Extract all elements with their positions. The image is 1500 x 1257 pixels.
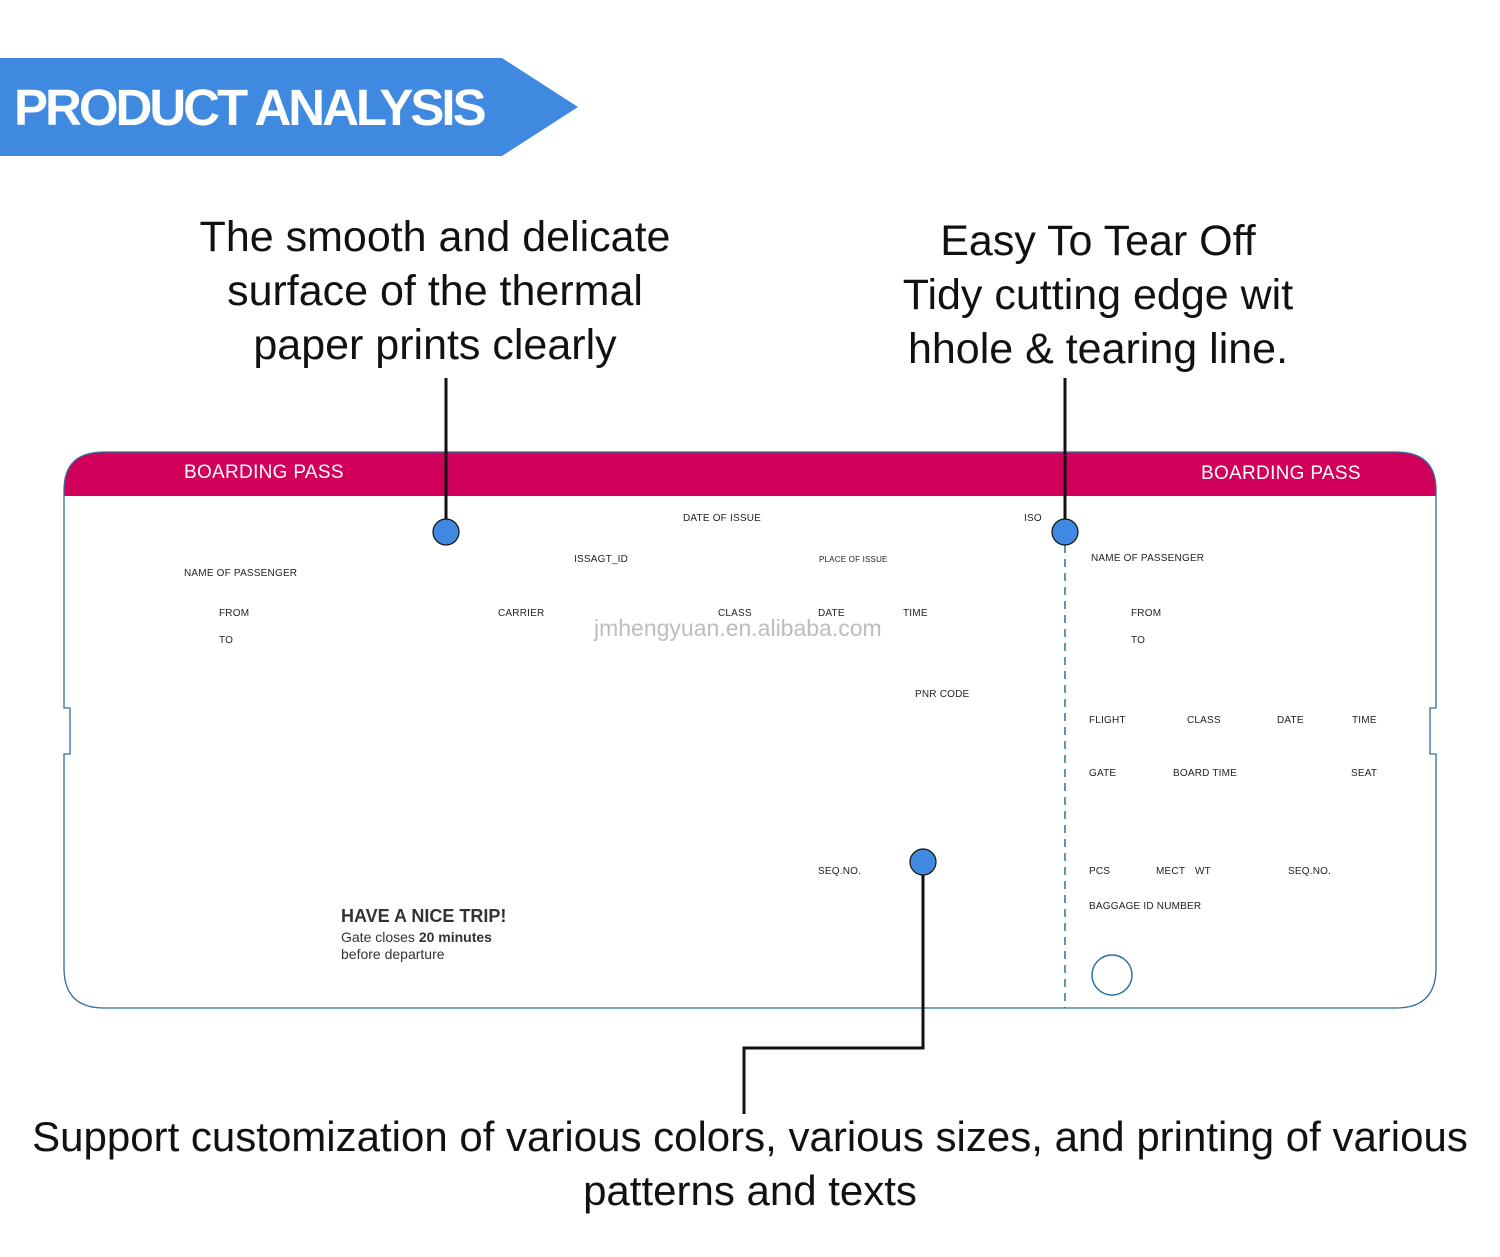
label-place-of-issue: PLACE OF ISSUE bbox=[819, 555, 888, 564]
caption-tear-off: Easy To Tear Off Tidy cutting edge wit h… bbox=[858, 214, 1338, 376]
callout-dot-left bbox=[432, 518, 460, 546]
stub-label-flight: FLIGHT bbox=[1089, 715, 1126, 726]
watermark-text: jmhengyuan.en.alibaba.com bbox=[594, 615, 882, 641]
stub-label-baggage-id: BAGGAGE ID NUMBER bbox=[1089, 901, 1202, 912]
stub-label-to: TO bbox=[1131, 635, 1146, 646]
caption-line: paper prints clearly bbox=[253, 321, 617, 369]
label-time: TIME bbox=[903, 608, 928, 619]
label-class: CLASS bbox=[718, 608, 752, 619]
label-carrier: CARRIER bbox=[498, 608, 545, 619]
callout-dot-right bbox=[1051, 518, 1079, 546]
header-boarding-pass-left: BOARDING PASS bbox=[184, 462, 344, 483]
callout-line-bottom bbox=[742, 862, 925, 1114]
caption-line: The smooth and delicate bbox=[199, 213, 671, 261]
label-pnr-code: PNR CODE bbox=[915, 689, 970, 700]
label-to: TO bbox=[219, 635, 234, 646]
caption-thermal-surface: The smooth and delicate surface of the t… bbox=[140, 210, 730, 372]
stub-label-class: CLASS bbox=[1187, 715, 1221, 726]
caption-customization: Support customization of various colors,… bbox=[32, 1113, 1468, 1214]
label-seq-no: SEQ.NO. bbox=[818, 866, 862, 877]
stub-label-from: FROM bbox=[1131, 608, 1162, 619]
caption-line: Easy To Tear Off bbox=[940, 217, 1256, 265]
callout-dot-bottom bbox=[909, 848, 937, 876]
label-date: DATE bbox=[818, 608, 845, 619]
ticket-header-band bbox=[64, 452, 1436, 496]
label-iso: ISO bbox=[1024, 513, 1042, 524]
stub-label-name-of-passenger: NAME OF PASSENGER bbox=[1091, 553, 1205, 564]
caption-line: Tidy cutting edge wit bbox=[902, 271, 1294, 319]
label-name-of-passenger: NAME OF PASSENGER bbox=[184, 568, 298, 579]
footer-gate-closes: Gate closes 20 minutes bbox=[341, 929, 492, 945]
footer-gate-prefix: Gate closes bbox=[341, 929, 419, 945]
stub-label-gate: GATE bbox=[1089, 768, 1117, 779]
footer-title: HAVE A NICE TRIP! bbox=[341, 906, 507, 926]
stub-label-pcs: PCS bbox=[1089, 866, 1111, 877]
stub-label-time: TIME bbox=[1352, 715, 1377, 726]
footer-gate-minutes: 20 minutes bbox=[418, 929, 492, 945]
stub-label-wt: WT bbox=[1195, 866, 1211, 877]
header-boarding-pass-right: BOARDING PASS bbox=[1201, 463, 1361, 484]
stub-label-date: DATE bbox=[1277, 715, 1304, 726]
caption-line: hhole & tearing line. bbox=[907, 325, 1289, 373]
stub-label-seat: SEAT bbox=[1351, 768, 1378, 779]
ticket-outline bbox=[63, 451, 1437, 1009]
label-from: FROM bbox=[219, 608, 250, 619]
banner-arrow bbox=[0, 58, 578, 156]
stub-label-board-time: BOARD TIME bbox=[1173, 768, 1238, 779]
banner-title: PRODUCT ANALYSIS bbox=[14, 79, 487, 136]
footer-before-departure: before departure bbox=[341, 946, 445, 962]
stub-label-seq-no: SEQ.NO. bbox=[1288, 866, 1332, 877]
label-date-of-issue: DATE OF ISSUE bbox=[683, 513, 761, 524]
stub-label-mect: MECT bbox=[1156, 866, 1186, 877]
caption-line: surface of the thermal bbox=[227, 267, 643, 315]
stub-hole-icon bbox=[1091, 954, 1133, 996]
label-issagt-id: ISSAGT_ID bbox=[574, 554, 629, 565]
